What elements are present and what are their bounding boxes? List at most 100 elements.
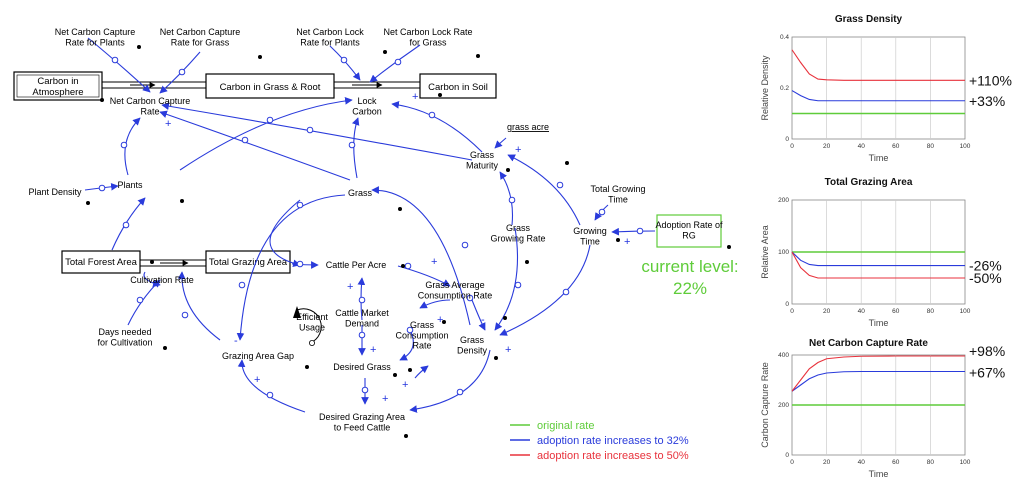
series-line-2: [791, 355, 965, 392]
legend-label: original rate: [537, 420, 594, 432]
x-tick-label: 60: [892, 143, 900, 150]
x-tick-label: 40: [858, 143, 866, 150]
x-tick-label: 20: [823, 459, 831, 466]
y-tick-label: 0: [785, 136, 789, 143]
var-desired-grass: Desired Grass: [333, 362, 391, 372]
svg-text:+: +: [382, 393, 388, 405]
y-axis-label: Relative Density: [760, 55, 770, 121]
y-tick-label: 200: [778, 402, 789, 409]
series-line-1: [791, 90, 965, 102]
efficient-usage-loop-icon: [293, 306, 322, 346]
y-axis-label: Relative Area: [760, 225, 770, 279]
x-tick-label: 80: [927, 459, 935, 466]
stock-label: Carbon in Soil: [428, 82, 488, 93]
svg-text:+: +: [412, 91, 418, 103]
var-grazing-area-gap: Grazing Area Gap: [222, 351, 294, 361]
x-tick-label: 60: [892, 459, 900, 466]
x-tick-label: 100: [960, 459, 971, 466]
current-level-label: current level:: [641, 257, 738, 276]
change-annotation: +98%: [969, 343, 1005, 359]
y-tick-label: 0.4: [780, 34, 789, 41]
svg-text:+: +: [402, 379, 408, 391]
legend-label: adoption rate increases to 32%: [537, 435, 689, 447]
stock-total-grazing-area[interactable]: Total Grazing Area: [205, 250, 291, 274]
svg-text:+: +: [505, 344, 511, 356]
y-tick-label: 400: [778, 352, 789, 359]
x-tick-label: 80: [927, 308, 935, 315]
series-line-1: [791, 251, 965, 267]
chart-title: Total Grazing Area: [825, 177, 913, 188]
stock-carbon-in-grass-root[interactable]: Carbon in Grass & Root: [205, 73, 335, 99]
x-tick-label: 60: [892, 308, 900, 315]
x-tick-label: 20: [823, 308, 831, 315]
current-level: current level: 22%: [641, 257, 738, 298]
var-cultivation-rate: Cultivation Rate: [130, 275, 194, 285]
stock-carbon-in-soil[interactable]: Carbon in Soil: [419, 73, 497, 99]
change-annotation: -26%: [969, 258, 1002, 274]
series-line-1: [791, 370, 965, 392]
change-annotation: +33%: [969, 93, 1005, 109]
change-annotation: +67%: [969, 365, 1005, 381]
change-annotation: +110%: [969, 72, 1012, 88]
stock-total-forest-area[interactable]: Total Forest Area: [61, 250, 141, 274]
current-level-value: 22%: [673, 279, 707, 298]
legend-item: adoption rate increases to 32%: [510, 435, 689, 447]
stock-label: Total Forest Area: [65, 257, 138, 268]
chart-title: Net Carbon Capture Rate: [809, 338, 928, 349]
var-grass-acre: grass acre: [507, 122, 549, 132]
svg-text:+: +: [624, 236, 630, 248]
legend-label: adoption rate increases to 50%: [537, 450, 689, 462]
y-tick-label: 0: [785, 452, 789, 459]
x-tick-label: 0: [790, 459, 794, 466]
polarity-signs: ++ ++ ++ ++ ++ ++ --: [165, 91, 630, 405]
var-plant-density: Plant Density: [28, 187, 82, 197]
y-tick-label: 0.2: [780, 85, 789, 92]
svg-text:+: +: [370, 344, 376, 356]
svg-text:+: +: [165, 118, 171, 130]
stock-label: Carbon in Grass & Root: [220, 82, 321, 93]
y-tick-label: 100: [778, 249, 789, 256]
x-tick-label: 20: [823, 143, 831, 150]
x-tick-label: 100: [960, 308, 971, 315]
causal-links: [84, 37, 656, 413]
legend-item: adoption rate increases to 50%: [510, 450, 689, 462]
x-tick-label: 80: [927, 143, 935, 150]
svg-text:+: +: [254, 374, 260, 386]
chart-title: Grass Density: [835, 14, 903, 25]
svg-text:+: +: [437, 314, 443, 326]
legend-item: original rate: [510, 420, 594, 432]
x-tick-label: 40: [858, 459, 866, 466]
change-annotation: -50%: [969, 270, 1002, 286]
y-tick-label: 200: [778, 197, 789, 204]
series-line-2: [791, 251, 965, 279]
x-tick-label: 40: [858, 308, 866, 315]
svg-text:-: -: [234, 335, 238, 347]
svg-text:+: +: [515, 144, 521, 156]
svg-text:+: +: [431, 256, 437, 268]
y-axis-label: Carbon Capture Rate: [760, 362, 770, 448]
x-axis-label: Time: [869, 153, 889, 163]
